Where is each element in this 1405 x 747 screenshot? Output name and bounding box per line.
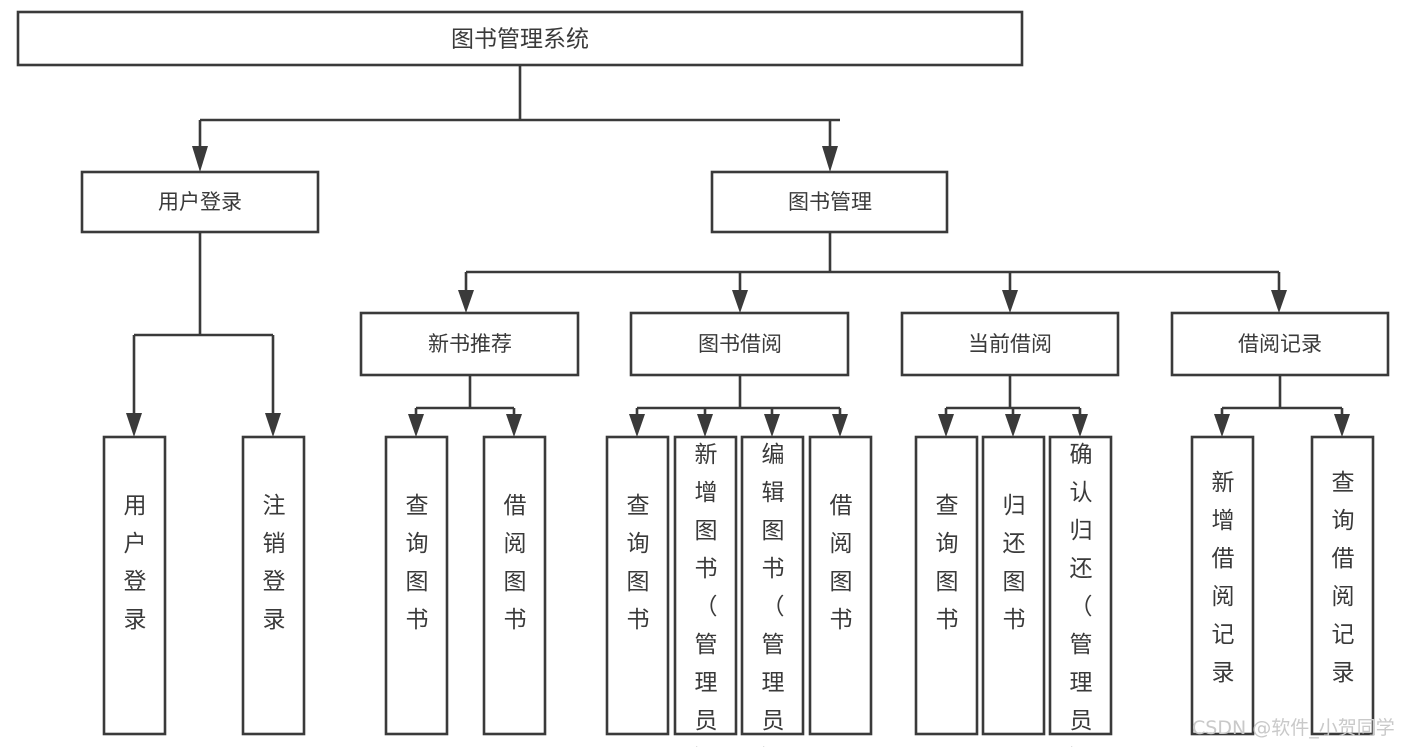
node-login-box[interactable]: [80, 170, 320, 234]
node-root-box[interactable]: [16, 10, 1024, 67]
node-borrow[interactable]: 图书借阅: [629, 311, 850, 377]
node-records-label: 借阅记录: [1238, 332, 1322, 356]
node-current-label: 当前借阅: [968, 332, 1052, 356]
arrow-head-borrow-to-leaf1: [629, 414, 645, 437]
leaf-new-query[interactable]: 查询图书: [384, 435, 449, 736]
leaf-borrow-do-box[interactable]: [808, 435, 873, 736]
leaf-user-logout-label: 注销登录: [263, 493, 286, 633]
leaf-new-borrow[interactable]: 借阅图书: [482, 435, 547, 736]
leaf-borrow-do-label: 借阅图书: [830, 493, 853, 633]
leaf-new-query-label: 查询图书: [406, 493, 429, 633]
leaf-borrow-edit-label: 编辑图书（管理员）: [762, 442, 785, 747]
arrow-head-borrow-to-leaf2: [697, 414, 713, 437]
node-root[interactable]: 图书管理系统: [16, 10, 1024, 67]
node-borrow-box[interactable]: [629, 311, 850, 377]
arrow-head-bookmgmt-to-borrow: [732, 290, 748, 313]
leaf-borrow-edit[interactable]: 编辑图书（管理员）: [740, 435, 805, 747]
node-bookmgmt-label: 图书管理: [788, 190, 872, 214]
leaf-user-logout-box[interactable]: [241, 435, 306, 736]
node-records-box[interactable]: [1170, 311, 1390, 377]
arrow-head-bookmgmt-to-current: [1002, 290, 1018, 313]
leaf-record-add[interactable]: 新增借阅记录: [1190, 435, 1255, 736]
leaf-current-confirm[interactable]: 确认归还（管理员）: [1048, 435, 1113, 747]
leaf-current-return[interactable]: 归还图书: [981, 435, 1046, 736]
leaf-current-query[interactable]: 查询图书: [914, 435, 979, 736]
leaf-current-return-box[interactable]: [981, 435, 1046, 736]
arrow-head-current-to-leaf2: [1005, 414, 1021, 437]
arrow-head-records-to-leaf1: [1214, 414, 1230, 437]
leaf-user-logout[interactable]: 注销登录: [241, 435, 306, 736]
node-root-label: 图书管理系统: [451, 27, 589, 53]
leaf-borrow-add-box[interactable]: [673, 435, 738, 736]
arrow-head-root-to-login: [192, 146, 208, 172]
leaf-record-add-box[interactable]: [1190, 435, 1255, 736]
leaf-borrow-add[interactable]: 新增图书（管理员）: [673, 435, 738, 747]
leaf-record-query-label: 查询借阅记录: [1332, 470, 1355, 686]
node-current[interactable]: 当前借阅: [900, 311, 1120, 377]
leaf-current-return-label: 归还图书: [1003, 493, 1026, 633]
arrow-head-records-to-leaf2: [1334, 414, 1350, 437]
arrow-head-borrow-to-leaf4: [832, 414, 848, 437]
node-newbook[interactable]: 新书推荐: [359, 311, 580, 377]
arrow-head-bookmgmt-to-records: [1271, 290, 1287, 313]
node-current-box[interactable]: [900, 311, 1120, 377]
leaf-borrow-query-label: 查询图书: [627, 493, 650, 633]
leaf-current-query-label: 查询图书: [936, 493, 959, 633]
node-records[interactable]: 借阅记录: [1170, 311, 1390, 377]
arrow-head-newbook-to-leaf2: [506, 414, 522, 437]
node-newbook-box[interactable]: [359, 311, 580, 377]
leaf-new-borrow-box[interactable]: [482, 435, 547, 736]
leaf-new-borrow-label: 借阅图书: [504, 493, 527, 633]
leaf-borrow-add-label: 新增图书（管理员）: [695, 442, 718, 747]
leaf-current-confirm-box[interactable]: [1048, 435, 1113, 736]
leaf-user-login[interactable]: 用户登录: [102, 435, 167, 736]
leaf-borrow-query[interactable]: 查询图书: [605, 435, 670, 736]
arrow-head-bookmgmt-to-newbook: [458, 290, 474, 313]
arrow-head-current-to-leaf3: [1072, 414, 1088, 437]
leaf-current-confirm-label: 确认归还（管理员）: [1070, 442, 1093, 747]
arrow-head-login-to-leaf2: [265, 413, 281, 437]
leaf-record-add-label: 新增借阅记录: [1212, 470, 1235, 686]
leaf-borrow-query-box[interactable]: [605, 435, 670, 736]
leaf-user-login-label: 用户登录: [124, 493, 147, 633]
leaf-user-login-box[interactable]: [102, 435, 167, 736]
leaf-record-query-box[interactable]: [1310, 435, 1375, 736]
watermark-text: CSDN @软件_小贺同学: [1192, 717, 1395, 739]
arrow-head-login-to-leaf1: [126, 413, 142, 437]
leaf-new-query-box[interactable]: [384, 435, 449, 736]
leaf-borrow-edit-box[interactable]: [740, 435, 805, 736]
arrow-head-current-to-leaf1: [938, 414, 954, 437]
leaf-current-query-box[interactable]: [914, 435, 979, 736]
node-login[interactable]: 用户登录: [80, 170, 320, 234]
arrow-head-borrow-to-leaf3: [764, 414, 780, 437]
leaf-record-query[interactable]: 查询借阅记录: [1310, 435, 1375, 736]
arrow-head-root-to-bookmgmt: [822, 146, 838, 172]
node-bookmgmt[interactable]: 图书管理: [710, 170, 949, 234]
node-borrow-label: 图书借阅: [698, 332, 782, 356]
node-login-label: 用户登录: [158, 190, 242, 214]
leaf-borrow-do[interactable]: 借阅图书: [808, 435, 873, 736]
node-bookmgmt-box[interactable]: [710, 170, 949, 234]
arrow-head-newbook-to-leaf1: [408, 414, 424, 437]
node-newbook-label: 新书推荐: [428, 332, 512, 356]
connector-layer: [126, 65, 1350, 437]
